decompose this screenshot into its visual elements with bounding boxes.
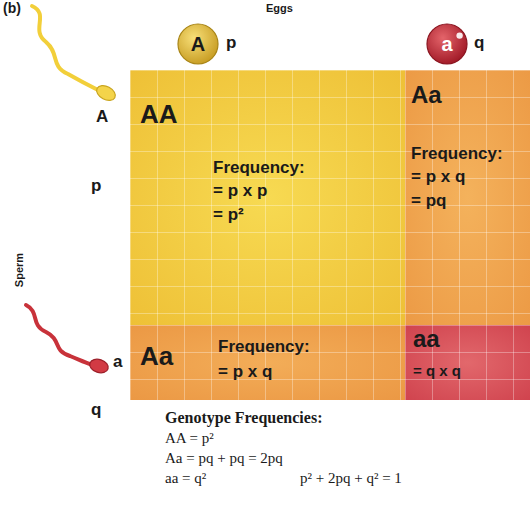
panel-letter: (b) <box>3 0 21 17</box>
egg-highlight <box>456 32 462 38</box>
frequency-text: Frequency: = p x p = p² <box>213 156 305 226</box>
genotype-label: Aa <box>140 342 173 371</box>
text-holder: A <box>177 23 219 65</box>
text-holder: AA <box>140 100 178 129</box>
axis-heading: Sperm <box>13 253 26 287</box>
genotype-cell: AaFrequency: = p x q = pq <box>405 70 530 325</box>
text-holder: Frequency: = p x q <box>218 335 310 384</box>
genotype-label: A <box>191 33 205 55</box>
genotype-cell: AA Frequency: = p x p = p² <box>130 70 405 325</box>
genotype-cell: Aa Frequency: = p x q <box>130 325 405 400</box>
allele-label: A <box>96 107 108 127</box>
egg-circle-outline <box>178 24 218 64</box>
sperm-head <box>88 357 110 375</box>
summary-equation: p² + 2pq + q² = 1 <box>300 469 402 487</box>
frequency-text: Frequency: = p x q <box>218 335 310 384</box>
text-holder: Frequency: = p x p = p² <box>213 156 305 226</box>
genotype-label: AA <box>140 100 178 129</box>
yellow-sperm <box>32 6 118 103</box>
frequency-symbol: p <box>226 33 236 53</box>
summary-line: aa = q² <box>165 469 206 487</box>
text-holder: Aa <box>411 82 442 108</box>
frequency-text: Frequency: = p x q = pq <box>411 142 503 212</box>
genotype-label: aa <box>413 326 440 352</box>
axis-heading: Eggs <box>266 2 293 15</box>
sperm-head <box>94 83 118 104</box>
text-holder: aa <box>413 326 440 352</box>
egg-circle: A <box>177 23 219 65</box>
text-holder: Aa <box>140 342 173 371</box>
frequency-text: = q x q <box>413 362 461 380</box>
text-holder: = q x q <box>413 362 461 380</box>
sperm-tail <box>26 305 90 364</box>
allele-label: a <box>113 352 122 372</box>
summary-heading: Genotype Frequencies: <box>165 408 322 427</box>
genotype-label: a <box>441 33 452 55</box>
egg-circle: a <box>426 23 468 65</box>
genotype-label: Aa <box>411 82 442 108</box>
frequency-symbol: q <box>91 400 101 420</box>
red-sperm <box>26 305 110 375</box>
egg-circle-outline <box>427 24 467 64</box>
frequency-symbol: p <box>91 176 101 196</box>
summary-line: Aa = pq + pq = 2pq <box>165 449 283 467</box>
text-holder: a <box>426 23 468 65</box>
summary-line: AA = p² <box>165 429 214 447</box>
genotype-cell: aa = q x q <box>405 325 530 400</box>
frequency-symbol: q <box>474 33 484 53</box>
sperm-tail <box>32 6 98 90</box>
text-holder: Frequency: = p x q = pq <box>411 142 503 212</box>
